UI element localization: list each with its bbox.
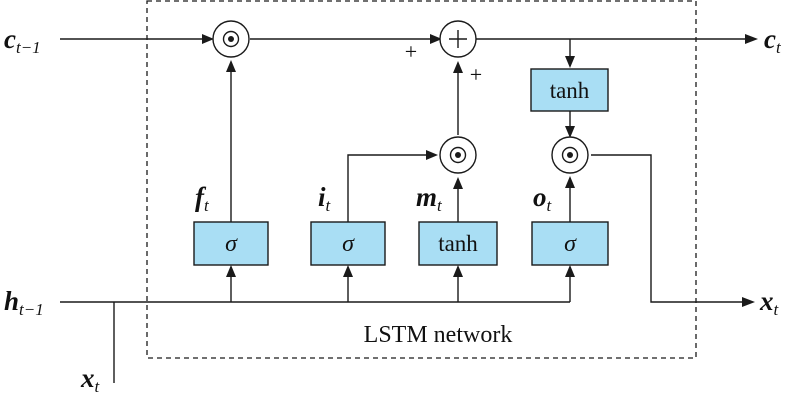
wire-x-out bbox=[591, 154, 745, 303]
plus-sign-bottom: + bbox=[470, 62, 482, 87]
forget-gate-box: σ bbox=[193, 221, 269, 266]
input-gate-box: σ bbox=[310, 221, 386, 266]
label-x-in: xt bbox=[80, 363, 101, 396]
arrow-i-up bbox=[426, 150, 438, 160]
input-gate-fn: σ bbox=[342, 231, 355, 257]
forget-gate-fn: σ bbox=[225, 231, 238, 257]
arrow-x-out bbox=[742, 297, 755, 307]
arrow-c-prev bbox=[202, 34, 214, 44]
arrow-f-up bbox=[226, 60, 236, 72]
arrow-m-up bbox=[453, 177, 463, 189]
modulation-gate-fn: tanh bbox=[438, 231, 478, 256]
label-f-gate: ft bbox=[195, 182, 210, 215]
output-gate-fn: σ bbox=[564, 231, 577, 257]
add-node bbox=[439, 20, 477, 58]
network-caption: LSTM network bbox=[364, 322, 513, 348]
network-frame bbox=[146, 0, 697, 359]
arrow-bus-o bbox=[565, 265, 575, 277]
arrow-mul-to-add-up bbox=[453, 61, 463, 73]
label-x-out: xt bbox=[759, 286, 780, 319]
arrow-mul-to-add bbox=[430, 34, 442, 44]
label-m-gate: mt bbox=[416, 182, 443, 215]
label-c-out: ct bbox=[764, 24, 782, 57]
arrow-branch-tanh bbox=[565, 56, 575, 68]
modulation-gate-box: tanh bbox=[418, 221, 498, 266]
arrow-bus-f bbox=[226, 265, 236, 277]
arrow-bus-m bbox=[453, 265, 463, 277]
label-o-gate: ot bbox=[533, 182, 553, 215]
input-multiply-node bbox=[439, 136, 477, 174]
label-c-prev: ct−1 bbox=[4, 24, 41, 57]
output-multiply-node bbox=[551, 136, 589, 174]
label-i-gate: it bbox=[318, 182, 332, 215]
cell-tanh-label: tanh bbox=[550, 78, 590, 103]
arrow-bus-i bbox=[343, 265, 353, 277]
arrow-o-up bbox=[565, 176, 575, 188]
wire-i-up bbox=[347, 154, 428, 222]
cell-tanh-box: tanh bbox=[530, 68, 609, 112]
plus-sign-left: + bbox=[405, 39, 417, 64]
arrow-tanh-to-mul bbox=[565, 126, 575, 138]
label-h-prev: ht−1 bbox=[4, 286, 44, 319]
arrow-c-out bbox=[745, 34, 758, 44]
forget-multiply-node bbox=[212, 20, 250, 58]
output-gate-box: σ bbox=[531, 221, 609, 266]
